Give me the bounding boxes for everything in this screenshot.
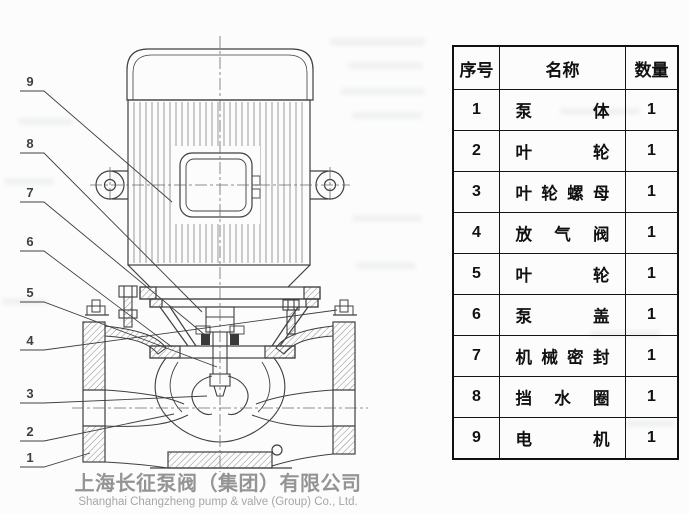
pump-cross-section-drawing: 9 8 7 6 5 4 3 2 1 bbox=[20, 36, 368, 472]
motor-body bbox=[127, 99, 311, 266]
motor-flange-and-stool bbox=[127, 264, 321, 347]
callout-1: 1 bbox=[26, 450, 33, 465]
part-name: 叶轮螺母 bbox=[515, 185, 610, 203]
callout-leaders bbox=[20, 90, 338, 468]
stool-bolt-right bbox=[282, 299, 300, 335]
header-quantity: 数量 bbox=[625, 45, 679, 90]
cell-quantity: 1 bbox=[625, 294, 679, 336]
company-name-cn: 上海长征泵阀（集团）有限公司 bbox=[74, 473, 362, 495]
header-index: 序号 bbox=[452, 45, 500, 90]
cell-quantity: 1 bbox=[625, 253, 679, 295]
table-row: 3 叶轮螺母 1 bbox=[452, 171, 679, 213]
table-row: 1 泵体 1 bbox=[452, 89, 679, 131]
cell-quantity: 1 bbox=[625, 171, 679, 213]
part-name: 泵体 bbox=[515, 103, 610, 121]
cell-name: 放气阀 bbox=[499, 212, 626, 254]
callout-6: 6 bbox=[26, 234, 33, 249]
table-row: 6 泵盖 1 bbox=[452, 294, 679, 336]
cell-index: 7 bbox=[452, 335, 500, 377]
cell-name: 挡水圈 bbox=[499, 376, 626, 418]
cell-index: 6 bbox=[452, 294, 500, 336]
centerlines bbox=[72, 36, 368, 472]
suction-flange bbox=[82, 299, 109, 463]
leader-2 bbox=[20, 413, 175, 442]
air-vent-valve bbox=[333, 299, 357, 316]
part-name: 机械密封 bbox=[515, 349, 610, 367]
cell-quantity: 1 bbox=[625, 335, 679, 377]
part-name: 叶轮 bbox=[515, 144, 610, 162]
callout-7: 7 bbox=[26, 185, 33, 200]
company-name-en: Shanghai Changzheng pump & valve (Group)… bbox=[78, 496, 358, 508]
leader-8 bbox=[20, 152, 203, 313]
cell-index: 4 bbox=[452, 212, 500, 254]
stool-bolt-left bbox=[118, 285, 138, 328]
cell-quantity: 1 bbox=[625, 417, 679, 460]
callout-8: 8 bbox=[26, 136, 33, 151]
shaft-and-seal bbox=[195, 306, 245, 374]
part-name: 电机 bbox=[515, 431, 610, 449]
table-row: 8 挡水圈 1 bbox=[452, 376, 679, 418]
callout-9: 9 bbox=[26, 74, 33, 89]
callout-3: 3 bbox=[26, 386, 33, 401]
cell-name: 叶轮螺母 bbox=[499, 171, 626, 213]
motor-fan-cover bbox=[126, 48, 314, 101]
cell-name: 泵体 bbox=[499, 89, 626, 131]
part-name: 叶轮 bbox=[515, 267, 610, 285]
table-row: 7 机械密封 1 bbox=[452, 335, 679, 377]
cell-index: 2 bbox=[452, 130, 500, 172]
cell-name: 叶轮 bbox=[499, 253, 626, 295]
parts-table-header-row: 序号 名称 数量 bbox=[452, 45, 679, 90]
company-watermark: 上海长征泵阀（集团）有限公司 Shanghai Changzheng pump … bbox=[57, 473, 379, 509]
table-row: 9 电机 1 bbox=[452, 417, 679, 460]
leader-3 bbox=[20, 395, 208, 404]
parts-list-table: 序号 名称 数量 1 泵体 1 2 叶轮 1 3 叶轮螺母 1 4 放气阀 1 … bbox=[452, 45, 679, 460]
cell-index: 3 bbox=[452, 171, 500, 213]
leader-7 bbox=[20, 201, 206, 336]
mechanical-seal-right bbox=[230, 334, 239, 345]
cell-quantity: 1 bbox=[625, 376, 679, 418]
discharge-flange bbox=[332, 299, 357, 455]
leader-9 bbox=[20, 90, 173, 203]
cell-index: 5 bbox=[452, 253, 500, 295]
callout-4: 4 bbox=[26, 333, 34, 348]
leader-1 bbox=[20, 452, 91, 468]
cell-index: 9 bbox=[452, 417, 500, 460]
cell-quantity: 1 bbox=[625, 89, 679, 131]
discharge-passage bbox=[251, 389, 334, 427]
callout-2: 2 bbox=[26, 424, 33, 439]
cell-name: 电机 bbox=[499, 417, 626, 460]
table-row: 5 叶轮 1 bbox=[452, 253, 679, 295]
cell-name: 机械密封 bbox=[499, 335, 626, 377]
leader-4 bbox=[20, 309, 338, 351]
part-name: 泵盖 bbox=[515, 308, 610, 326]
casing-wall-right bbox=[275, 325, 334, 355]
cell-name: 叶轮 bbox=[499, 130, 626, 172]
part-name: 挡水圈 bbox=[515, 390, 610, 408]
drain-plug bbox=[271, 444, 283, 456]
casing-base bbox=[104, 444, 334, 469]
table-row: 2 叶轮 1 bbox=[452, 130, 679, 172]
casing-wall-left bbox=[104, 325, 167, 355]
callout-5: 5 bbox=[26, 285, 33, 300]
cell-quantity: 1 bbox=[625, 130, 679, 172]
cell-index: 1 bbox=[452, 89, 500, 131]
pump-cover bbox=[149, 345, 296, 359]
leader-5 bbox=[20, 301, 218, 368]
header-name: 名称 bbox=[499, 45, 626, 90]
leader-6 bbox=[20, 250, 173, 348]
cell-index: 8 bbox=[452, 376, 500, 418]
table-row: 4 放气阀 1 bbox=[452, 212, 679, 254]
cell-name: 泵盖 bbox=[499, 294, 626, 336]
part-name: 放气阀 bbox=[515, 226, 610, 244]
cell-quantity: 1 bbox=[625, 212, 679, 254]
mechanical-seal-left bbox=[201, 334, 210, 345]
